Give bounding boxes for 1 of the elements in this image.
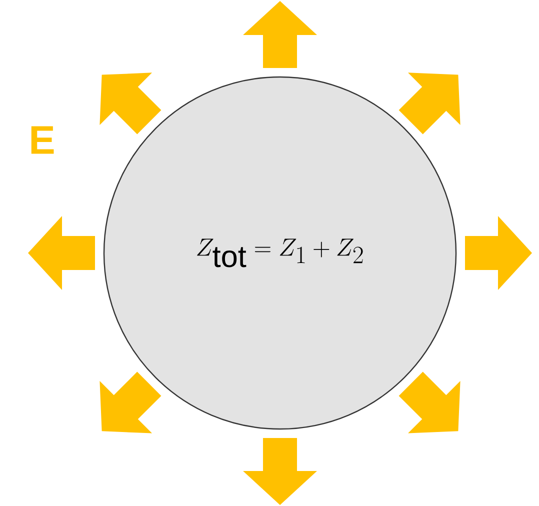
field-label: E xyxy=(31,126,54,154)
